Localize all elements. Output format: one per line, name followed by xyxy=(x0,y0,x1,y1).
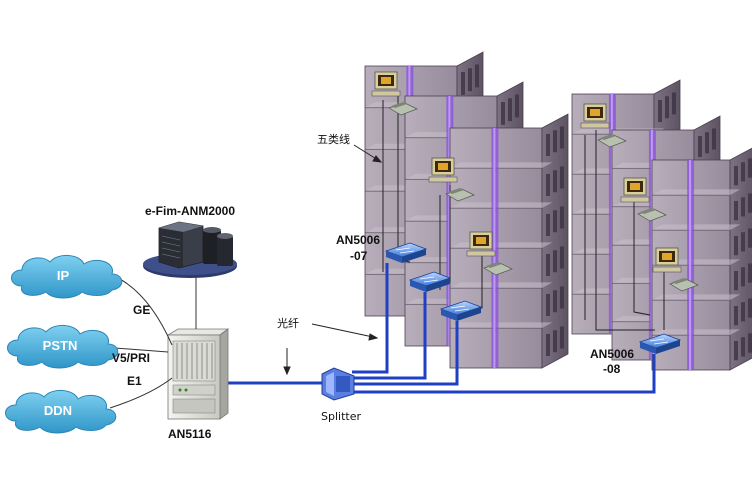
computer-icon xyxy=(580,103,610,129)
phone-icon xyxy=(669,278,699,292)
building-group-left xyxy=(364,51,569,369)
computer-icon xyxy=(620,177,650,203)
onu-a-label-line1: AN5006 xyxy=(336,233,380,247)
splitter-device xyxy=(321,367,355,401)
splitter-label: Splitter xyxy=(321,410,361,423)
uplink-lines xyxy=(109,270,197,409)
onu-b-label-line2: -08 xyxy=(603,362,621,376)
phone-icon xyxy=(637,208,667,222)
onu-switch-a2 xyxy=(408,271,452,292)
olt-label: AN5116 xyxy=(168,427,212,441)
fiber-to-onu-a1 xyxy=(352,263,389,374)
link-label-e1: E1 xyxy=(127,374,142,388)
phone-icon xyxy=(597,134,627,148)
phone-icon xyxy=(483,262,513,276)
olt-chassis xyxy=(166,328,230,420)
fiber-to-onu-a3 xyxy=(352,321,459,386)
network-label-ip: IP xyxy=(57,268,70,283)
computer-icon xyxy=(428,157,458,183)
cloud-pstn xyxy=(7,325,119,369)
network-label-pstn: PSTN xyxy=(43,338,78,353)
computer-icon xyxy=(371,71,401,97)
link-label-ge: GE xyxy=(133,303,150,317)
onu-switch-a1 xyxy=(384,242,428,263)
cloud-ddn xyxy=(5,390,117,434)
phone-icon xyxy=(388,102,418,116)
nms-label: e-Fim-ANM2000 xyxy=(145,204,235,218)
onu-a-label-line2: -07 xyxy=(350,249,368,263)
cloud-ip xyxy=(11,255,123,299)
annotation-arrows xyxy=(283,144,383,376)
fiber-links xyxy=(225,263,656,394)
onu-b-label-line1: AN5006 xyxy=(590,347,634,361)
workstations xyxy=(371,71,699,292)
onu-switch-b xyxy=(638,333,682,354)
fiber-label: 光纤 xyxy=(277,316,299,330)
building-left-3 xyxy=(449,113,569,369)
fiber-to-onu-a2 xyxy=(352,292,427,380)
computer-icon xyxy=(652,247,682,273)
cat5-label: 五类线 xyxy=(317,132,350,146)
link-label-v5pri: V5/PRI xyxy=(112,351,150,365)
nms-server xyxy=(143,221,237,278)
network-label-ddn: DDN xyxy=(44,403,72,418)
onu-switch-a3 xyxy=(439,300,483,321)
computer-icon xyxy=(466,231,496,257)
phone-icon xyxy=(445,188,475,202)
fiber-to-onu-b xyxy=(352,354,656,394)
